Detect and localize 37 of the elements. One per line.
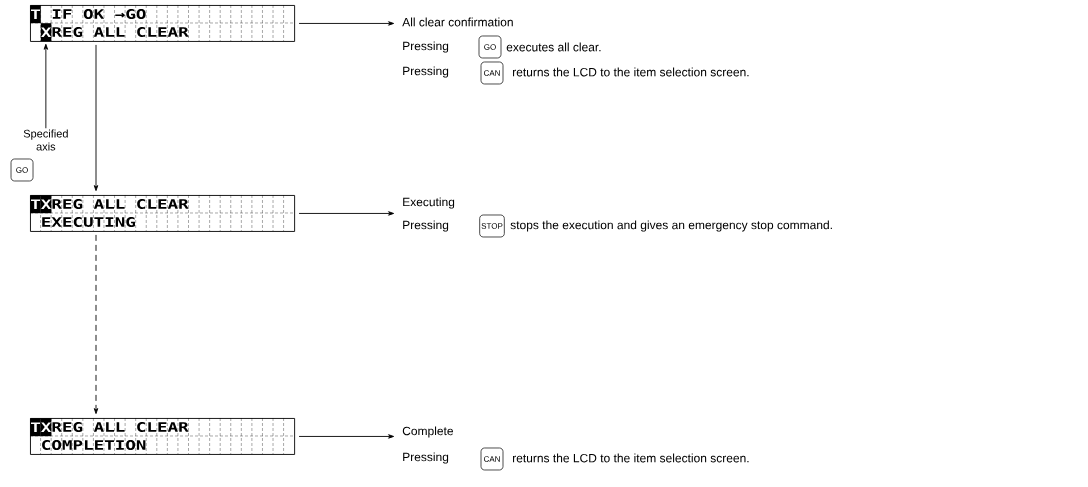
lcd-text: IF OK →GO [52,9,146,19]
description-text: returns the LCD to the item selection screen. [513,67,749,77]
key-button: GO [478,35,502,59]
lcd-text: EXECUTING [42,217,135,227]
heading-text: Executing [403,197,455,209]
heading-text: Complete [402,426,453,438]
description-text: executes all clear. [506,42,601,52]
arrow [298,434,395,439]
description-text: Pressing [403,452,449,464]
lcd-text: REG ALL CLEAR [52,422,189,432]
lcd-screen [29,194,296,232]
key-button: GO [10,158,34,182]
key-button: CAN [480,61,504,85]
arrow [93,44,99,192]
inverted-cell: T [30,418,41,437]
key-button: STOP [479,214,505,238]
arrow [298,211,395,216]
description-text: Pressing [403,220,449,232]
inverted-cell: X [40,195,52,214]
lcd-screen [29,4,296,42]
description-text: Pressing [403,66,449,78]
inverted-cell: T [30,5,41,24]
caption-text: Specified axis [23,129,68,151]
lcd-text: REG ALL CLEAR [52,199,189,209]
key-button: CAN [480,447,504,471]
lcd-screen [29,417,296,455]
description-text: returns the LCD to the item selection screen. [513,453,749,463]
description-text: Pressing [403,41,449,53]
heading-text: All clear confirmation [402,17,513,27]
lcd-text: COMPLETION [42,440,146,450]
arrow [93,234,99,415]
arrow [298,21,395,26]
inverted-cell: X [40,418,52,437]
arrow [43,43,49,129]
inverted-cell: T [30,195,41,214]
description-text: stops the execution and gives an emergency stop command. [510,220,832,232]
lcd-text: REG ALL CLEAR [52,27,189,37]
